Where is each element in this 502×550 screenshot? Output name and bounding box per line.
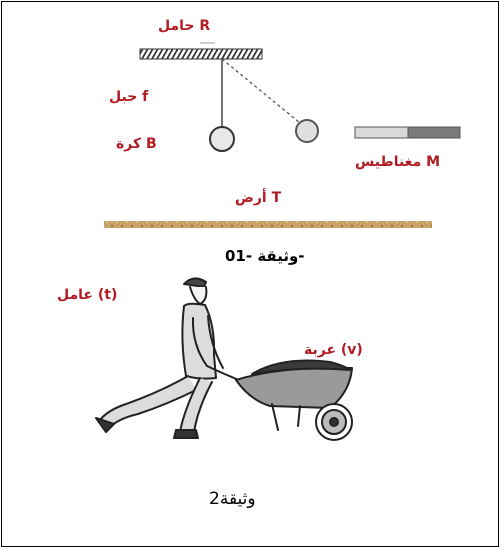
document1-caption: وثيقة -01- [225,247,305,265]
ball-label: كرة B [116,136,157,152]
support-label: حامل R [158,18,211,34]
worker-illustration [95,277,353,441]
magnet [354,126,461,139]
deflected-ball [295,119,319,143]
cart-label: عربة (v) [304,342,363,358]
deflected-rope [221,58,301,124]
rope-label: حبل f [109,89,149,105]
magnet-label: مغناطيس M [355,154,441,170]
ground-label: أرض T [235,190,282,206]
ball [209,126,235,152]
document2-caption: وثيقة2 [209,489,256,509]
support-bar [139,48,263,60]
ground-strip [104,221,432,228]
worker-label: عامل (t) [57,287,118,303]
